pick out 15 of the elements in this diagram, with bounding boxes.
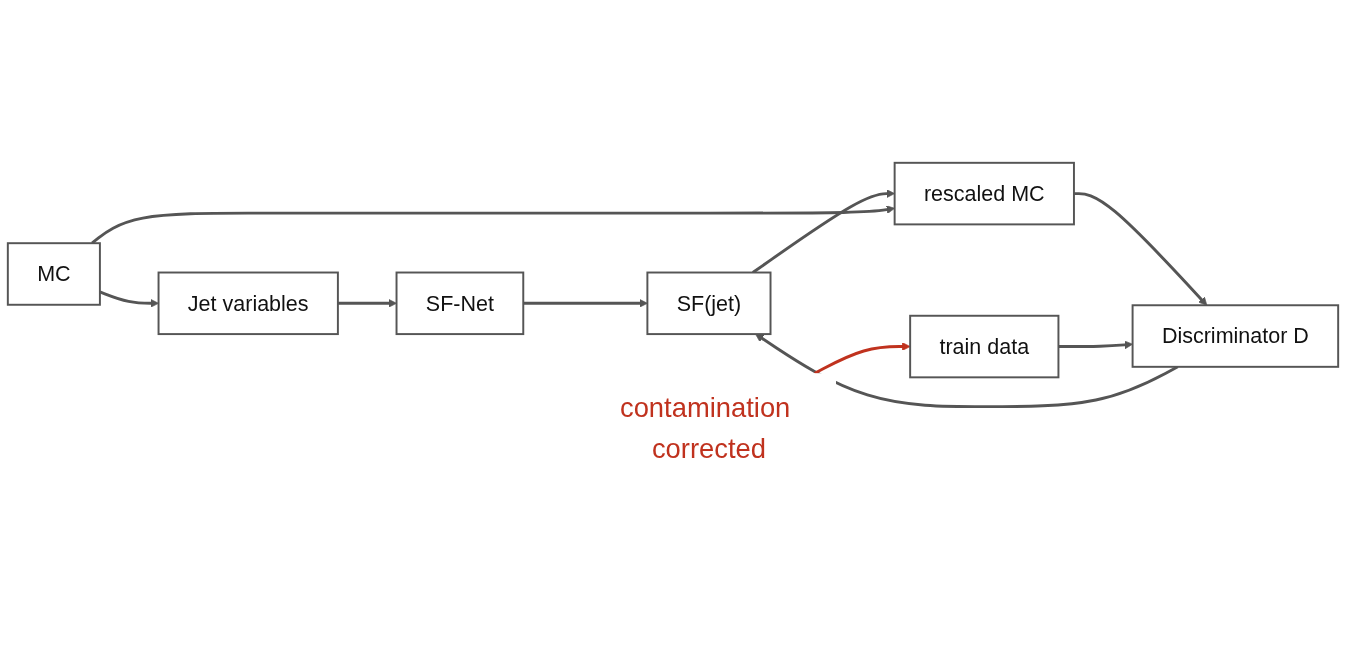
arrow xyxy=(1073,191,1208,306)
node-box: MC xyxy=(6,242,101,306)
node-box: Jet variables xyxy=(157,271,339,335)
node-box: SF-Net xyxy=(395,271,525,335)
node-box: rescaled MC xyxy=(893,161,1075,226)
node-box: Discriminator D xyxy=(1131,304,1340,368)
node-box: train data xyxy=(909,314,1060,379)
arrow xyxy=(99,290,159,308)
node-box: SF(jet) xyxy=(646,271,772,335)
arrow xyxy=(523,298,648,308)
node-text: contamination corrected xyxy=(619,392,791,464)
arrow xyxy=(337,298,397,308)
arrow xyxy=(755,333,1179,408)
arrow xyxy=(814,342,911,375)
arrow xyxy=(1058,340,1133,349)
